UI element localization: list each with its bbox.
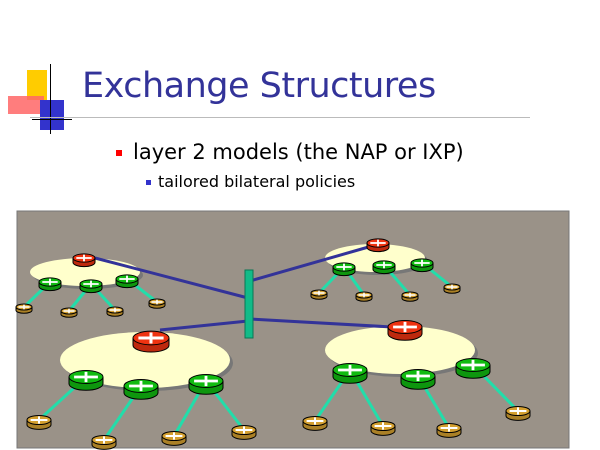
edge-router-arrows-icon bbox=[509, 407, 527, 415]
core-router-arrows-icon bbox=[461, 359, 485, 371]
edge-router-arrows-icon bbox=[404, 292, 416, 298]
edge-router-arrows-icon bbox=[440, 424, 458, 432]
exchange-link bbox=[159, 319, 249, 332]
cloud bbox=[325, 326, 475, 374]
bullet-marker-blue bbox=[146, 180, 151, 185]
logo-yellow-square bbox=[27, 70, 47, 100]
border-router-arrows-icon bbox=[138, 332, 164, 344]
edge-router-arrows-icon bbox=[109, 307, 121, 313]
border-router-arrows-icon bbox=[76, 254, 92, 262]
logo-vline bbox=[50, 64, 51, 134]
logo-blue-square bbox=[40, 100, 64, 130]
core-router-arrows-icon bbox=[376, 261, 392, 269]
border-router-arrows-icon bbox=[370, 239, 386, 247]
logo-hline bbox=[32, 119, 72, 120]
edge-router-arrows-icon bbox=[306, 417, 324, 425]
exchange-link bbox=[249, 317, 393, 329]
bullet-level2: tailored bilateral policies bbox=[146, 172, 355, 191]
logo-red-square bbox=[8, 96, 44, 114]
border-router-arrows-icon bbox=[393, 321, 417, 333]
edge-router-arrows-icon bbox=[165, 432, 183, 440]
core-router-arrows-icon bbox=[414, 259, 430, 267]
edge-router-arrows-icon bbox=[95, 436, 113, 444]
bullet-level1: layer 2 models (the NAP or IXP) bbox=[116, 140, 464, 164]
edge-router-arrows-icon bbox=[313, 290, 325, 296]
edge-router-arrows-icon bbox=[30, 416, 48, 424]
core-router-arrows-icon bbox=[194, 375, 218, 387]
core-router-arrows-icon bbox=[338, 364, 362, 376]
bullet-text: layer 2 models (the NAP or IXP) bbox=[133, 140, 464, 164]
core-router-arrows-icon bbox=[83, 280, 99, 288]
edge-router-arrows-icon bbox=[63, 308, 75, 314]
core-router-arrows-icon bbox=[336, 263, 352, 271]
edge-router-arrows-icon bbox=[235, 426, 253, 434]
edge-router-arrows-icon bbox=[18, 304, 30, 310]
core-router-arrows-icon bbox=[42, 278, 58, 286]
bullet-marker-red bbox=[116, 150, 122, 156]
title-divider bbox=[30, 117, 530, 118]
cloud bbox=[60, 332, 230, 388]
core-router-arrows-icon bbox=[74, 371, 98, 383]
core-router-arrows-icon bbox=[129, 380, 153, 392]
bullet-text: tailored bilateral policies bbox=[158, 172, 356, 191]
slide-title: Exchange Structures bbox=[82, 66, 436, 106]
core-router-arrows-icon bbox=[119, 275, 135, 283]
exchange-link bbox=[94, 256, 249, 300]
core-router-arrows-icon bbox=[406, 370, 430, 382]
exchange-switch bbox=[244, 269, 254, 339]
diagram-panel bbox=[16, 210, 570, 449]
edge-router-arrows-icon bbox=[446, 284, 458, 290]
exchange-link bbox=[249, 244, 373, 283]
edge-router-arrows-icon bbox=[358, 292, 370, 298]
edge-router-arrows-icon bbox=[374, 422, 392, 430]
edge-router-arrows-icon bbox=[151, 299, 163, 305]
